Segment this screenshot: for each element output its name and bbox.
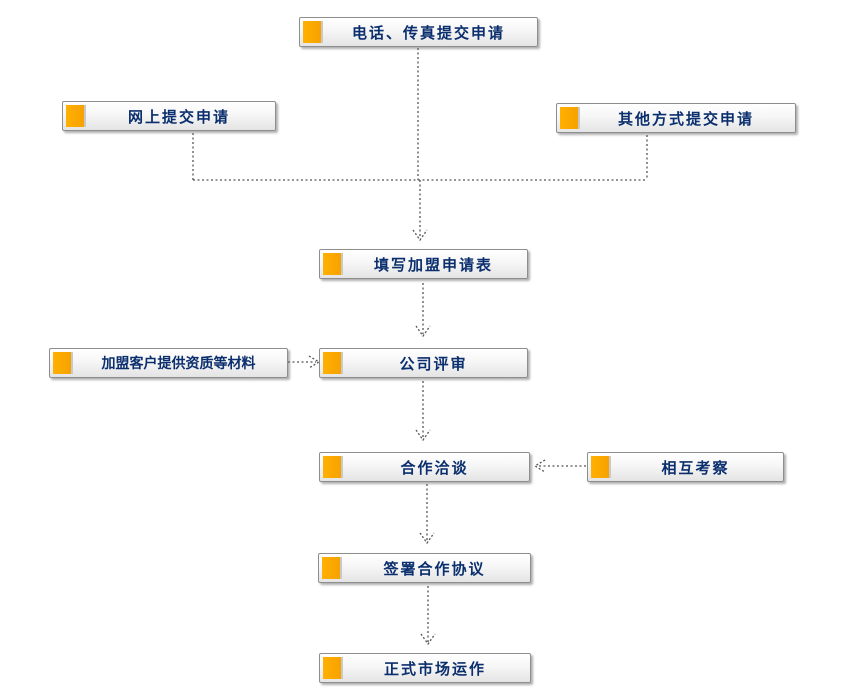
- node-accent-tab: [323, 352, 343, 374]
- node-formal-market-operation: 正式市场运作: [319, 653, 531, 683]
- node-accent-tab: [323, 657, 343, 679]
- arrowhead-to-review: [415, 325, 431, 338]
- node-accent-tab: [323, 253, 343, 275]
- arrowhead-to-form: [412, 229, 428, 242]
- node-client-provides-materials: 加盟客户提供资质等材料: [49, 348, 288, 378]
- arrowhead-to-talks: [415, 429, 431, 442]
- node-other-methods-application: 其他方式提交申请: [556, 103, 796, 133]
- arrowhead-to-operation: [420, 633, 436, 646]
- node-online-application: 网上提交申请: [62, 101, 276, 131]
- node-accent-tab: [591, 456, 611, 478]
- node-phone-fax-application: 电话、传真提交申请: [299, 17, 538, 47]
- node-fill-application-form: 填写加盟申请表: [319, 249, 528, 279]
- node-label: 正式市场运作: [383, 659, 486, 678]
- node-label: 填写加盟申请表: [373, 255, 493, 274]
- arrowhead-to-sign: [419, 532, 435, 545]
- node-label: 网上提交申请: [127, 107, 230, 126]
- node-label: 电话、传真提交申请: [351, 23, 505, 42]
- node-company-review: 公司评审: [319, 348, 528, 378]
- node-cooperation-negotiation: 合作洽谈: [319, 452, 530, 482]
- node-accent-tab: [560, 107, 580, 129]
- node-label: 其他方式提交申请: [617, 109, 754, 128]
- node-sign-agreement: 签署合作协议: [318, 553, 531, 583]
- node-accent-tab: [322, 557, 342, 579]
- node-label: 合作洽谈: [400, 458, 469, 477]
- node-label: 相互考察: [661, 458, 730, 477]
- node-accent-tab: [323, 456, 343, 478]
- node-accent-tab: [66, 105, 86, 127]
- node-label: 加盟客户提供资质等材料: [101, 356, 256, 372]
- node-label: 签署合作协议: [383, 559, 486, 578]
- node-accent-tab: [53, 352, 73, 374]
- node-accent-tab: [303, 21, 323, 43]
- node-label: 公司评审: [399, 354, 468, 373]
- node-mutual-inspection: 相互考察: [587, 452, 784, 482]
